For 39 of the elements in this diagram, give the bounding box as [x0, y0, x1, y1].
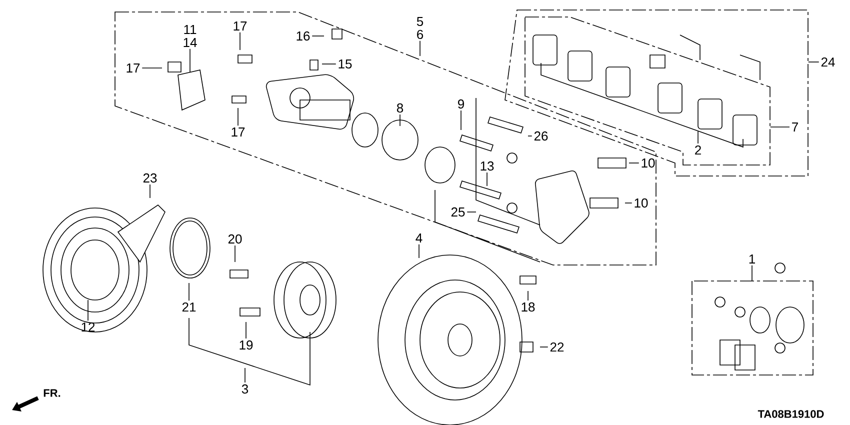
leader-line	[540, 346, 548, 348]
callout-number: 23	[143, 173, 157, 183]
callout-number: 10	[642, 158, 655, 168]
callout-number: 5 6	[416, 16, 424, 40]
callout-number: 19	[240, 340, 253, 350]
group-bracket	[504, 10, 808, 176]
leader-line	[770, 126, 790, 128]
callout-number: 9	[458, 99, 464, 109]
callout-number: 24	[821, 57, 835, 67]
callout-number: 3	[242, 384, 248, 394]
direction-label: FR.	[44, 389, 60, 397]
callout-number: 17	[126, 64, 140, 72]
callout-number: 4	[416, 234, 422, 242]
leader-line	[624, 202, 632, 204]
callout-number: 16	[296, 31, 310, 41]
leader-line	[418, 244, 420, 258]
callout-number: 17	[234, 22, 247, 30]
callout-number: 8	[396, 103, 404, 113]
leader-line	[486, 172, 488, 186]
callout-number: 20	[228, 234, 242, 244]
callout-number: 25	[451, 207, 465, 217]
callout-number: 1	[749, 254, 755, 264]
callout-number: 10	[634, 198, 648, 208]
callout-number: 21	[182, 302, 196, 312]
callout-number: 17	[232, 128, 245, 136]
leader-line	[460, 110, 462, 130]
callout-number: 2	[695, 145, 701, 155]
callout-number: 22	[550, 342, 564, 352]
callout-number: 15	[338, 59, 352, 69]
callout-number: 13	[480, 161, 494, 171]
callout-number: 18	[522, 302, 535, 312]
leader-line	[628, 162, 640, 164]
leader-line	[188, 282, 190, 301]
callout-number: 7	[792, 122, 798, 132]
leader-line	[234, 245, 236, 262]
leader-line	[244, 368, 246, 383]
callout-number: 11 14	[184, 25, 197, 47]
diagram-code: TA08B1910D	[758, 410, 824, 418]
callout-number: 26	[534, 131, 548, 141]
